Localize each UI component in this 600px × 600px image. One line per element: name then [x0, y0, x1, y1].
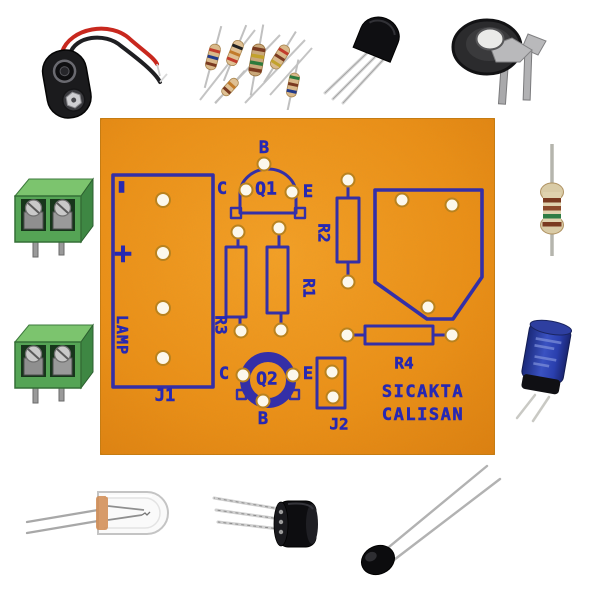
- label-r4: R4: [394, 354, 413, 373]
- wire-red-tip: [156, 63, 161, 77]
- trimmer-legs: [497, 33, 547, 105]
- thermistor-leads: [376, 464, 502, 565]
- label-j1: J1: [155, 386, 175, 406]
- wire-red: [60, 26, 159, 66]
- resistor-6: [286, 59, 300, 110]
- ntc-thermistor: [345, 450, 515, 580]
- label-q2-e: E: [303, 364, 313, 384]
- trimmer-potentiometer: [440, 10, 560, 115]
- q2-foot-left: [235, 388, 248, 401]
- label-q2-b: B: [258, 409, 268, 429]
- label-r3: R3: [212, 315, 231, 334]
- q1-foot-right: [293, 206, 307, 220]
- potentiometer-outline: [373, 188, 484, 321]
- 9v-battery-snap-connector: [15, 20, 170, 120]
- wire-black: [68, 35, 162, 84]
- loose-resistor-assortment: [185, 15, 315, 110]
- resistor-2: [222, 24, 248, 82]
- terminal-openings: [21, 199, 75, 231]
- caption-line1: SICAKTA: [382, 382, 464, 402]
- wire-black-tip: [159, 73, 168, 83]
- q2-foot-right: [288, 388, 301, 401]
- resistor-3: [248, 24, 266, 96]
- lamp-glass: [97, 491, 169, 535]
- screw-terminal-block-lower: [3, 316, 99, 408]
- label-q2-c: C: [219, 364, 229, 384]
- label-q1: Q1: [255, 179, 277, 200]
- terminal-top-face: [13, 178, 94, 197]
- j1-connector-outline: [111, 173, 215, 389]
- axial-resistor: [520, 140, 580, 260]
- lamp-leads: [25, 508, 100, 535]
- miniature-incandescent-lamp: [20, 460, 185, 550]
- trimmer-adjust-hole: [475, 27, 505, 51]
- label-r1: R1: [300, 278, 319, 297]
- transistor-body: [352, 16, 400, 63]
- electrolytic-capacitor: [505, 315, 595, 427]
- capacitor-leads: [515, 393, 551, 423]
- j2-connector-outline: [315, 356, 347, 410]
- thermistor-bead: [360, 544, 396, 576]
- label-q1-b: B: [259, 138, 269, 158]
- resistor-4: [263, 31, 297, 83]
- r3-outline: [224, 245, 248, 319]
- to92-transistor-top: [315, 15, 425, 110]
- lamp-cement: [96, 496, 108, 530]
- transistor-body: [273, 500, 318, 548]
- pcb-board: - + LAMP J1 B C Q1 E R2 R3 R1 R4 C Q2 E …: [100, 118, 495, 455]
- solder-holes: [155, 156, 460, 409]
- label-plus: +: [114, 237, 132, 272]
- capacitor-base: [521, 374, 561, 395]
- resistor-body: [540, 182, 564, 235]
- resistor-5: [214, 70, 246, 104]
- label-q2: Q2: [256, 369, 278, 390]
- label-j2: J2: [329, 415, 348, 434]
- screw-terminal-block-upper: [3, 170, 99, 262]
- label-minus: -: [103, 176, 144, 198]
- to92-transistor-bottom: [200, 475, 330, 555]
- q1-foot-left: [229, 206, 243, 220]
- stray-leads: [199, 29, 313, 104]
- label-r2: R2: [315, 223, 334, 242]
- label-q1-c: C: [217, 179, 227, 199]
- label-lamp: LAMP: [113, 315, 131, 355]
- lamp-filament: [107, 505, 151, 521]
- capacitor-body: [521, 319, 573, 395]
- transistor-legs: [212, 496, 282, 531]
- resistor-1: [203, 25, 223, 89]
- caption-line2: CALISAN: [382, 405, 464, 425]
- label-q1-e: E: [303, 182, 313, 202]
